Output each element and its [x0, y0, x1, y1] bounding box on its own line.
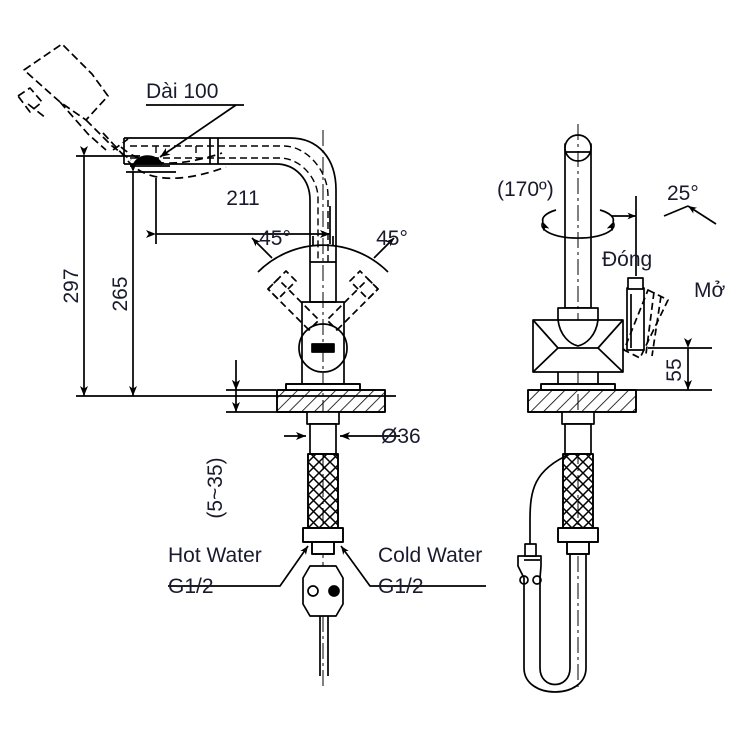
swivel-rotation-arrow	[541, 209, 615, 239]
cold-water-leader	[340, 545, 486, 587]
label-hot-water-thread: G1/2	[168, 575, 214, 598]
under-counter-assembly-front	[302, 411, 344, 676]
label-handle-closed: Đóng	[602, 248, 652, 271]
label-cold-water-thread: G1/2	[378, 575, 424, 598]
label-handle-open: Mở	[694, 279, 725, 302]
label-hot-water: Hot Water	[168, 544, 262, 567]
dim-handle-angle	[612, 196, 717, 276]
handle-swing-arc	[251, 236, 395, 273]
label-handle-angle: 25°	[667, 182, 699, 205]
hot-water-leader	[168, 545, 309, 587]
countertop-side	[527, 383, 637, 413]
faucet-body-side	[532, 319, 624, 373]
label-swivel-range: (170º)	[497, 178, 554, 201]
dim-counter-thickness	[226, 360, 306, 413]
label-cold-water: Cold Water	[378, 544, 482, 567]
lever-handle-positions	[267, 270, 379, 331]
hose-weight-block	[517, 453, 571, 600]
spray-head-extended	[17, 43, 132, 161]
handle-closed-side	[626, 277, 645, 351]
label-angle-right-45: 45°	[376, 227, 408, 250]
label-height-265: 265	[109, 276, 132, 311]
label-reach-211: 211	[226, 187, 259, 210]
label-counter-thickness: (5~35)	[204, 457, 227, 518]
countertop-front	[276, 383, 386, 413]
dim-265	[126, 162, 176, 396]
handle-open-side	[623, 289, 669, 359]
label-handle-height-55: 55	[663, 358, 686, 381]
label-angle-left-45: 45°	[259, 227, 291, 250]
under-counter-assembly-side	[523, 411, 599, 693]
label-pullout-length: Dài 100	[146, 80, 218, 103]
label-hole-diameter: Ø36	[381, 425, 421, 448]
label-height-297: 297	[60, 268, 83, 303]
spout-internal-waterway	[130, 145, 329, 262]
dim-211	[146, 178, 331, 244]
pullout-length-leader	[146, 104, 244, 158]
